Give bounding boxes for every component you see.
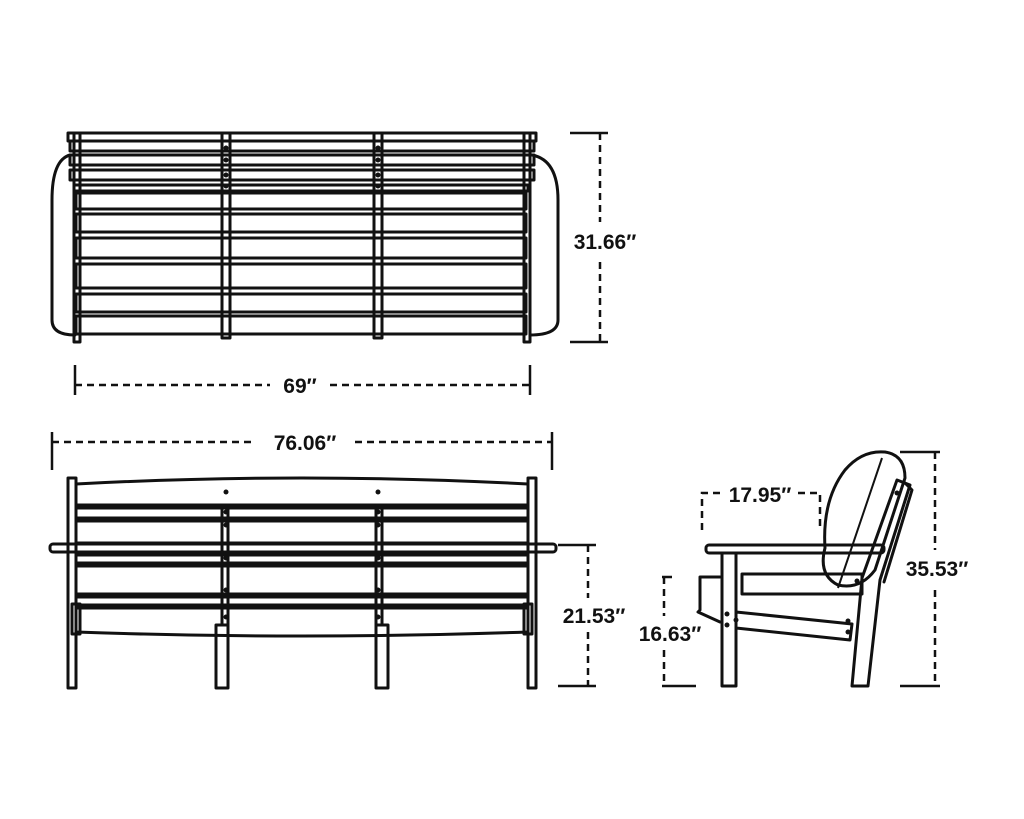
seat-depth-label: 17.95″: [729, 484, 792, 507]
right-arm: [528, 153, 560, 337]
back-cushion: [821, 450, 907, 588]
dimension-back-height: 31.66″: [570, 131, 637, 344]
overall-height-label: 35.53″: [906, 558, 969, 581]
top-rail: [74, 476, 530, 507]
left-post: [66, 476, 78, 690]
back-height-label: 31.66″: [574, 231, 637, 254]
chair-side-view: [696, 450, 914, 688]
seat-front: [74, 606, 530, 638]
sofa-back-view: [50, 131, 560, 344]
dimension-seat-height: 16.63″: [639, 575, 702, 688]
dimension-back-width: 69″: [73, 365, 532, 398]
right-post: [526, 476, 538, 690]
arm-height-label: 21.53″: [563, 605, 626, 628]
dimension-arm-height: 21.53″: [558, 543, 626, 688]
center-post: [220, 131, 232, 340]
center-post: [372, 131, 384, 340]
left-post: [72, 131, 82, 344]
back-width-label: 69″: [283, 375, 316, 398]
arm-rest: [704, 543, 886, 555]
left-arm: [50, 153, 77, 337]
sofa-front-view: [48, 476, 558, 690]
dimension-overall-height: 35.53″: [900, 450, 969, 688]
seat-front: [696, 575, 722, 624]
dimension-seat-depth: 17.95″: [700, 484, 822, 530]
overall-width-label: 76.06″: [274, 432, 337, 455]
seat-height-label: 16.63″: [639, 623, 702, 646]
dimension-overall-width: 76.06″: [50, 432, 554, 470]
arm-rests: [48, 542, 558, 554]
right-post: [522, 131, 532, 344]
back-slats: [74, 191, 528, 336]
